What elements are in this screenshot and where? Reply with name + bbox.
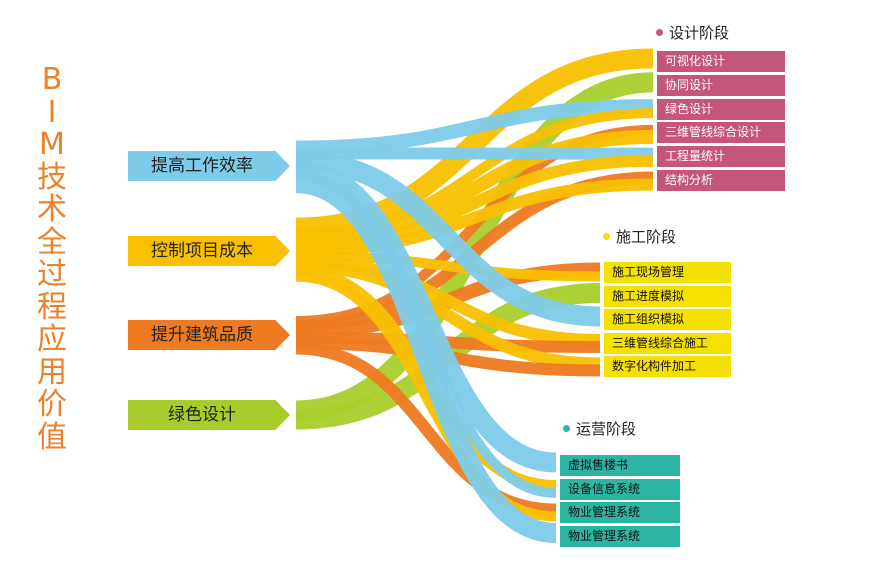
title-char: 术: [37, 192, 67, 227]
stage-name: 施工阶段: [616, 228, 677, 246]
title-char: 价: [37, 387, 67, 422]
target-node: 工程量统计: [657, 146, 785, 168]
source-node: 提高工作效率: [128, 151, 290, 181]
stage-heading: 设计阶段: [656, 22, 729, 43]
flow-link: [295, 159, 557, 473]
stage-name: 设计阶段: [669, 24, 730, 42]
title-char: 值: [37, 419, 67, 455]
target-node: 可视化设计: [657, 51, 785, 72]
flow-link: [295, 178, 654, 257]
bullet-icon: [603, 233, 610, 240]
target-node: 施工现场管理: [604, 262, 731, 283]
title-char: 程: [37, 289, 67, 325]
title-char: 用: [37, 354, 67, 390]
title-char: 全: [37, 224, 67, 260]
source-node: 绿色设计: [128, 400, 290, 430]
flow-link: [295, 260, 601, 370]
target-node: 三维管线综合施工: [604, 332, 731, 354]
target-node: 绿色设计: [657, 98, 785, 120]
target-node: 三维管线综合设计: [657, 122, 785, 144]
flow-link: [295, 250, 601, 282]
title-char: B: [41, 62, 63, 97]
stage-name: 运营阶段: [576, 420, 637, 438]
target-node: 设备信息系统: [560, 478, 680, 500]
bullet-icon: [656, 29, 663, 36]
target-node: 协同设计: [657, 74, 785, 96]
title-char: 应: [37, 322, 67, 357]
target-node: 数字化构件加工: [604, 356, 731, 377]
target-node: 虚拟售楼书: [560, 455, 680, 476]
flow-link: [295, 150, 601, 327]
title-char: M: [39, 127, 65, 162]
flow-link: [295, 173, 557, 543]
bullet-icon: [563, 425, 570, 432]
target-node: 物业管理系统: [560, 502, 680, 523]
target-node: 施工组织模拟: [604, 309, 731, 330]
flow-link: [295, 99, 654, 155]
target-node: 结构分析: [657, 170, 785, 191]
stage-heading: 运营阶段: [563, 418, 636, 439]
source-node: 提升建筑品质: [128, 320, 290, 350]
flow-link: [295, 254, 601, 346]
flow-link: [295, 154, 654, 252]
target-node: 物业管理系统: [560, 525, 680, 547]
source-node: 控制项目成本: [128, 236, 290, 266]
target-node: 施工进度模拟: [604, 285, 731, 307]
title-char: I: [47, 94, 57, 130]
stage-heading: 施工阶段: [603, 226, 676, 247]
title-char: 技: [37, 159, 67, 195]
title-char: 过: [37, 257, 67, 292]
